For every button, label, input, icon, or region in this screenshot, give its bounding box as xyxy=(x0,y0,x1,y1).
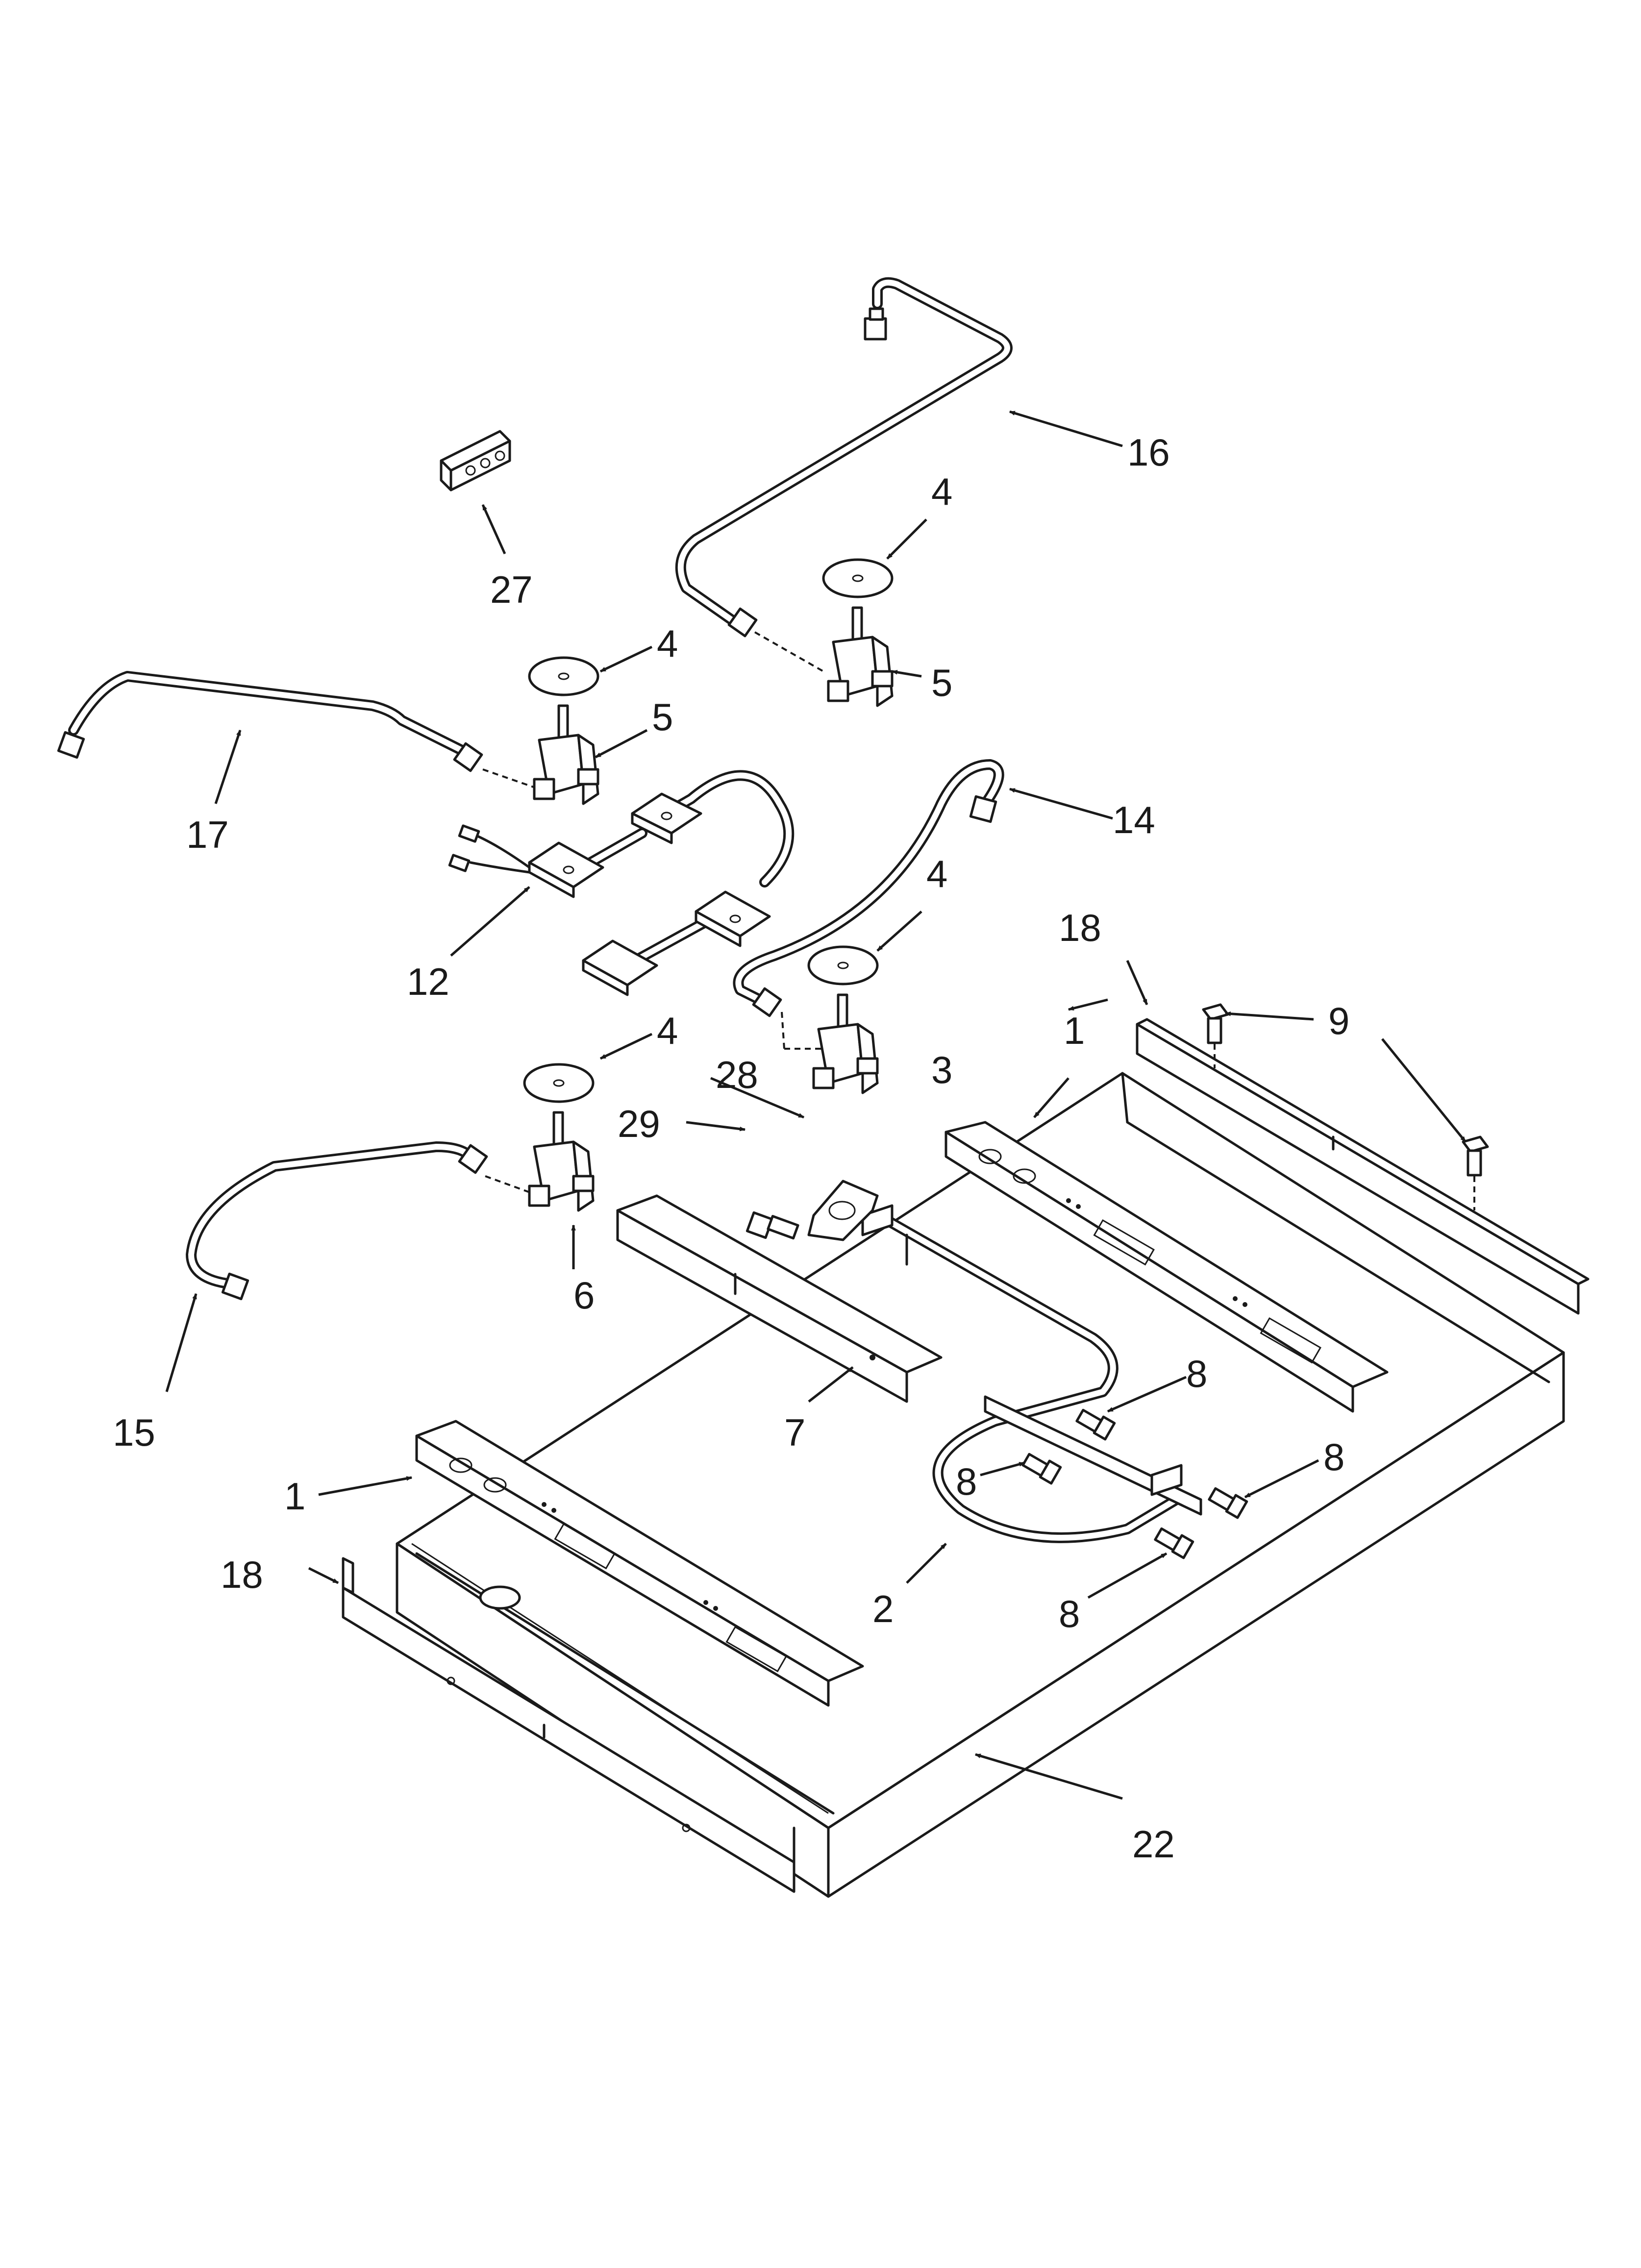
washer-part-4-lower-left xyxy=(523,1063,595,1103)
rail-part-18-right xyxy=(1136,1018,1590,1315)
callout-8-d: 8 xyxy=(1059,1592,1080,1635)
callout-4-lower-left: 4 xyxy=(657,1009,678,1052)
valve-part-5-right xyxy=(827,606,894,707)
callout-15: 15 xyxy=(113,1411,155,1454)
valve-part-5-left xyxy=(533,704,599,805)
gas-tube-part-14 xyxy=(733,759,1004,1050)
callout-22: 22 xyxy=(1132,1823,1175,1866)
gas-tube-part-17 xyxy=(57,671,540,790)
callout-3: 3 xyxy=(931,1048,952,1091)
screw-part-8-c xyxy=(1208,1487,1248,1519)
callout-4-upper-left: 4 xyxy=(657,622,678,665)
valve-part-3 xyxy=(812,993,879,1094)
callout-2: 2 xyxy=(872,1587,894,1630)
gasket-part-28 xyxy=(807,1180,879,1241)
screw-part-8-b xyxy=(1021,1453,1062,1485)
screw-part-9-a xyxy=(1202,1003,1229,1068)
callout-8-b: 8 xyxy=(956,1460,977,1503)
valve-part-6 xyxy=(528,1111,595,1212)
callout-18-right: 18 xyxy=(1059,906,1101,949)
callout-27: 27 xyxy=(490,568,533,611)
callout-14: 14 xyxy=(1113,798,1155,841)
callout-18-left: 18 xyxy=(221,1553,263,1596)
callout-12: 12 xyxy=(407,960,449,1003)
callout-17: 17 xyxy=(186,813,229,856)
washer-part-4-middle-right xyxy=(807,945,879,986)
burner-rail-part-1-right xyxy=(945,1121,1389,1413)
callout-5-left: 5 xyxy=(652,695,673,739)
callout-7: 7 xyxy=(784,1411,805,1454)
screw-part-8-d xyxy=(1154,1527,1194,1559)
callout-8-a: 8 xyxy=(1186,1352,1207,1395)
screw-part-29 xyxy=(746,1211,799,1240)
callout-16: 16 xyxy=(1127,431,1170,474)
gas-manifold-part-2 xyxy=(861,1204,1202,1543)
callout-4-top-right: 4 xyxy=(931,470,952,513)
screw-part-9-b xyxy=(1462,1135,1489,1210)
bracket-part-7 xyxy=(616,1194,943,1403)
callout-8-c: 8 xyxy=(1323,1435,1344,1479)
gas-tube-part-16 xyxy=(675,277,1013,672)
callout-labels: 16 27 4 5 4 5 17 14 4 12 18 1 9 3 4 28 2… xyxy=(113,431,1349,1866)
callout-6: 6 xyxy=(573,1274,595,1317)
callout-4-middle-right: 4 xyxy=(926,852,947,895)
leader-lines xyxy=(165,410,1467,1800)
spark-module-part-27 xyxy=(440,430,511,492)
switch-harness-part-12 xyxy=(448,770,795,996)
burner-box-part-22 xyxy=(396,1072,1565,1898)
washer-part-4-top-right xyxy=(822,558,894,598)
burner-rail-part-1-left xyxy=(415,1420,864,1707)
washer-part-4-upper-left xyxy=(528,656,599,696)
rail-part-18-left xyxy=(342,1557,796,1893)
screw-part-8-a xyxy=(1075,1408,1116,1441)
callout-1-right: 1 xyxy=(1064,1009,1085,1052)
gas-tube-part-15 xyxy=(186,1141,540,1301)
callout-1-left: 1 xyxy=(284,1475,305,1518)
callout-29: 29 xyxy=(618,1102,660,1145)
callout-5-right: 5 xyxy=(931,661,952,704)
callout-28: 28 xyxy=(716,1053,758,1096)
callout-9: 9 xyxy=(1328,999,1349,1042)
